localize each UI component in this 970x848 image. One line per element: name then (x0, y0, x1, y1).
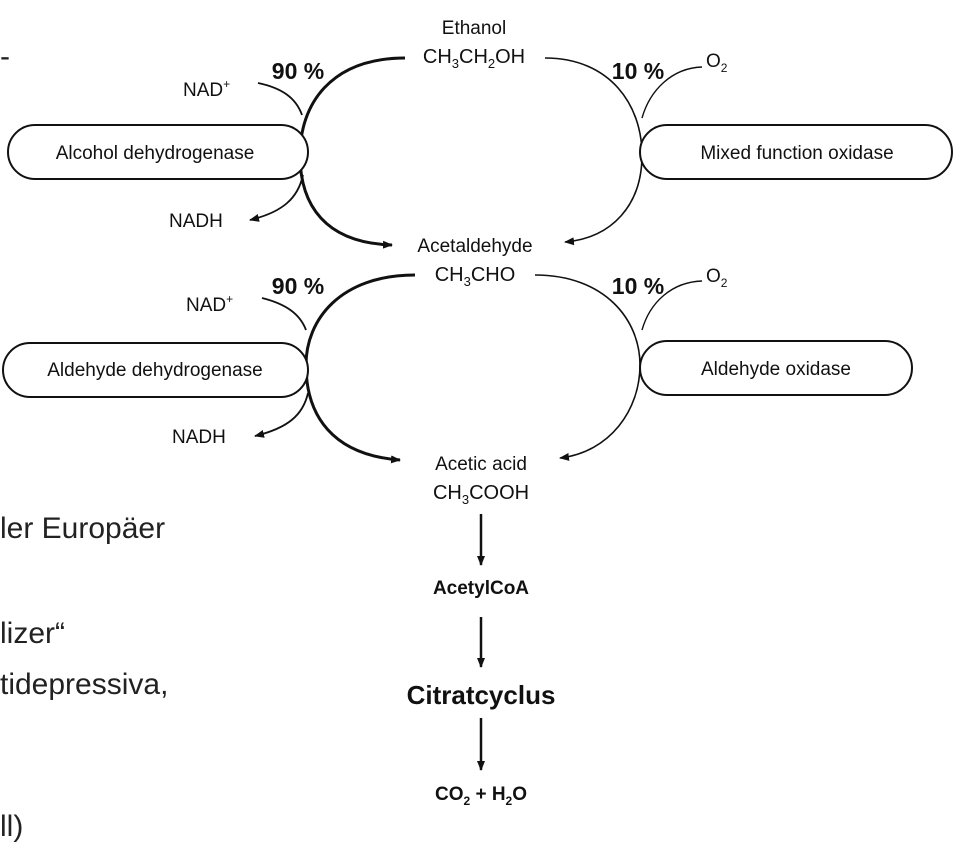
nadh-label: NADH (169, 211, 223, 232)
ethanol-formula: CH3CH2OH (423, 46, 525, 71)
aldehyde-oxidase-box (639, 340, 913, 396)
acetylcoa-label: AcetylCoA (433, 578, 529, 599)
nadh-label-2: NADH (172, 427, 226, 448)
nadh-output-arrow-2 (254, 392, 309, 438)
nad-input-arrow (257, 82, 303, 116)
acetic-acid-label: Acetic acid (435, 454, 527, 475)
aldehyde-oxidase-minor-path-arrow (534, 274, 641, 461)
mfo-minor-path-arrow (544, 57, 643, 246)
aldh-percent-label: 90 % (272, 273, 324, 299)
citratcyclus-label: Citratcyclus (407, 680, 556, 710)
aldehyde-dehydrogenase-label: Aldehyde dehydrogenase (47, 360, 263, 381)
background-text-fragment: lizer“ (0, 617, 65, 650)
background-text-fragment: tidepressiva, (0, 668, 169, 701)
aldehyde-oxidase-percent-label: 10 % (612, 273, 664, 299)
nad-label-2: NAD+ (186, 292, 233, 316)
oxygen-label-2: O2 (706, 266, 728, 290)
mixed-function-oxidase-box (639, 124, 953, 180)
alcohol-dehydrogenase-box (7, 124, 309, 180)
mfo-percent-label: 10 % (612, 58, 664, 84)
aldehyde-dehydrogenase-box (2, 342, 309, 398)
adh-major-path-arrow (298, 56, 406, 249)
oxygen-label: O2 (706, 51, 728, 75)
mixed-function-oxidase-label: Mixed function oxidase (700, 143, 893, 164)
alcohol-dehydrogenase-label: Alcohol dehydrogenase (56, 143, 255, 164)
background-text-fragment: ler Europäer (0, 512, 166, 545)
oxygen-input-arrow (641, 66, 703, 119)
aldh-major-path-arrow (304, 273, 416, 464)
aldehyde-oxidase-label: Aldehyde oxidase (701, 359, 851, 380)
nad-input-arrow-2 (261, 297, 307, 331)
acetic-acid-formula: CH3COOH (433, 482, 529, 507)
co2-h2o-label: CO2 + H2O (435, 784, 527, 808)
nad-label: NAD+ (183, 77, 230, 101)
nadh-output-arrow (249, 174, 304, 222)
acetaldehyde-formula: CH3CHO (435, 264, 516, 289)
adh-percent-label: 90 % (272, 58, 324, 84)
background-text-fragment: - (0, 40, 10, 73)
background-text-fragment: ll) (0, 810, 24, 843)
acetaldehyde-label: Acetaldehyde (417, 236, 532, 257)
ethanol-label: Ethanol (442, 18, 506, 39)
oxygen-input-arrow-2 (641, 280, 703, 331)
